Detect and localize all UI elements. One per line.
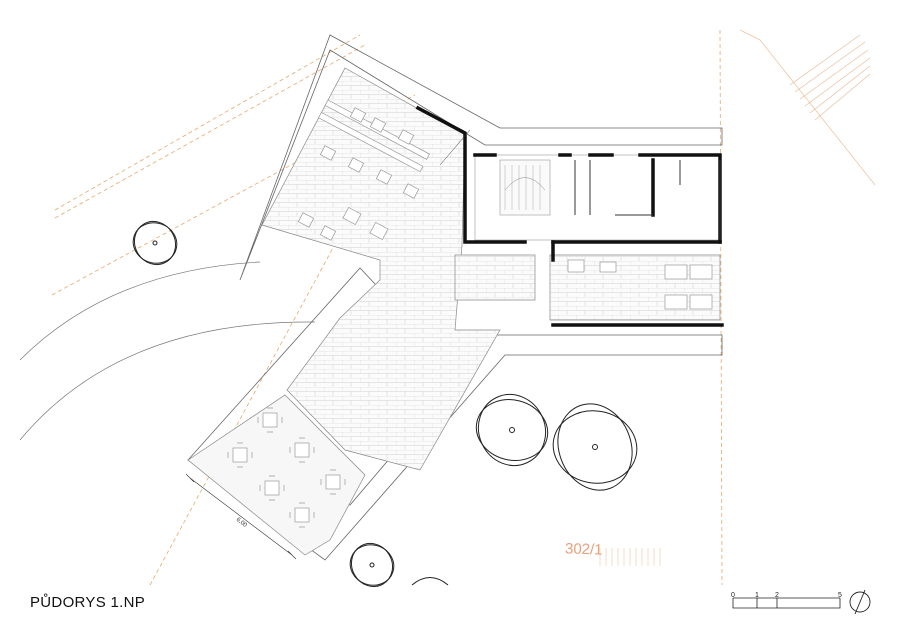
road-lines [19, 261, 316, 441]
table-set [257, 407, 283, 433]
tree-symbol-icon [349, 542, 395, 588]
trees [132, 220, 638, 588]
chair [375, 169, 393, 185]
scale-tick: 5 [838, 592, 842, 599]
chair [319, 145, 337, 161]
boundary-line [54, 44, 366, 219]
dimension-label: 6,00 [235, 517, 248, 529]
table-set [259, 475, 285, 501]
tree-partial [411, 577, 449, 586]
drawing-title: PŮDORYS 1.NP [30, 594, 146, 611]
table-set [289, 437, 315, 463]
table-set [289, 502, 315, 528]
indoor-tables [567, 259, 713, 310]
site-boundary-lines [51, 29, 876, 586]
table [689, 264, 713, 280]
chair [369, 117, 387, 133]
chair [342, 206, 362, 226]
scale-tick: 0 [731, 592, 735, 599]
table-set [320, 469, 346, 495]
boundary-line [719, 29, 723, 586]
wall-north [473, 153, 722, 244]
chair [297, 212, 315, 228]
boundary-line [739, 29, 876, 186]
staircase [499, 159, 551, 216]
thin-partitions [439, 129, 721, 240]
table [689, 294, 713, 310]
chair [349, 107, 367, 123]
boundary-line [54, 34, 361, 211]
chair [369, 221, 389, 241]
parcel-marks [599, 548, 661, 566]
table [567, 259, 585, 273]
walls [415, 105, 724, 327]
tree-symbol-icon [475, 394, 549, 466]
chair [347, 157, 365, 173]
road-curve [19, 321, 316, 441]
terrace-area [261, 67, 501, 471]
staircase-steps [504, 165, 546, 210]
wall-west [415, 105, 527, 244]
scale-bar [732, 597, 841, 609]
road-curve [19, 261, 261, 361]
table [664, 264, 688, 280]
lower-terrace [187, 394, 366, 556]
table [599, 261, 617, 273]
hatch-corner [789, 34, 871, 121]
corridor-paving [454, 254, 536, 301]
tree-symbol-icon [552, 403, 638, 491]
lower-terrace-tables [227, 407, 346, 528]
scale-tick: 1 [755, 592, 759, 599]
north-arrow-icon [849, 589, 871, 615]
chair [402, 183, 420, 199]
scale-tick: 2 [775, 592, 779, 599]
boundary-line [149, 234, 341, 586]
dimension-line [185, 473, 297, 560]
table-set [227, 442, 253, 468]
chair [319, 225, 337, 241]
table [664, 294, 688, 310]
tree-symbol-icon [132, 220, 178, 266]
parcel-number: 302/1 [564, 540, 603, 559]
furniture [297, 99, 430, 241]
chair [397, 129, 415, 145]
